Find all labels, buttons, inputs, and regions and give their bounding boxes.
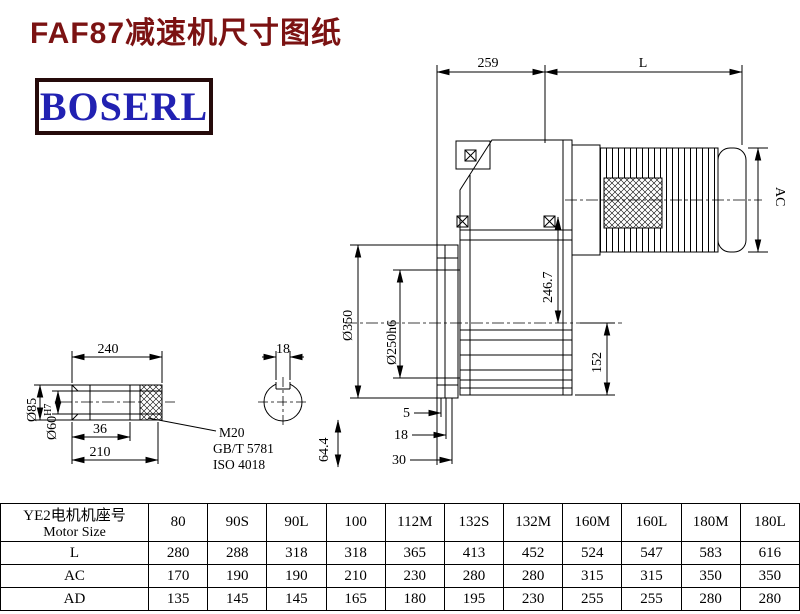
shaft-dim-60-value: Ø60: [45, 416, 60, 440]
table-header-row: YE2电机机座号 Motor Size 80 90S 90L 100 112M …: [0, 503, 800, 542]
dim-18-label: 18: [394, 428, 408, 443]
shaft-dim-210-label: 210: [90, 445, 111, 460]
dims-5-18-30-lines: [410, 398, 453, 465]
col-header-132s: 132S: [443, 503, 505, 542]
dim-350-lines: [350, 244, 437, 399]
dim-259-lines: [436, 65, 743, 245]
cell: 165: [325, 587, 386, 611]
cell: 280: [443, 564, 505, 588]
bolt-icon: [456, 215, 469, 228]
cell: 318: [266, 541, 327, 565]
technical-drawing: 259 L AC 246.7 Ø350 Ø250h6 152 5 18 30 6…: [25, 56, 787, 472]
cell: 230: [384, 564, 445, 588]
dim-64-label: 64.4: [317, 438, 332, 463]
cell: 280: [680, 587, 741, 611]
cell: 170: [147, 564, 209, 588]
brand-logo-text: BOSERL: [39, 83, 209, 129]
dim-250h6-lines: [393, 269, 437, 379]
shaft-dim-36-label: 36: [93, 422, 107, 437]
cell: 452: [503, 541, 564, 565]
dim-30-label: 30: [392, 453, 406, 468]
cell: 365: [384, 541, 445, 565]
cell: 190: [207, 564, 268, 588]
shaft-dim-lines: [34, 351, 304, 464]
dim-l-label: L: [639, 56, 648, 71]
cell: 318: [325, 541, 386, 565]
col-header-160l: 160L: [621, 503, 682, 542]
dim-152-label: 152: [590, 352, 605, 373]
cell: 288: [207, 541, 268, 565]
bolt-icon: [543, 215, 556, 228]
standard-gb-label: GB/T 5781: [213, 441, 274, 456]
dimension-table-wrap: YE2电机机座号 Motor Size 80 90S 90L 100 112M …: [0, 503, 800, 611]
dim-250h6-label: Ø250h6: [385, 320, 400, 365]
cell: 413: [443, 541, 505, 565]
col-header-100: 100: [325, 503, 386, 542]
cell: 255: [562, 587, 623, 611]
shaft-dim-60-label: Ø60H7: [43, 404, 60, 440]
cell: 350: [739, 564, 800, 588]
row-label: AD: [0, 587, 149, 611]
motor-size-header-en: Motor Size: [43, 525, 106, 540]
cell: 180: [384, 587, 445, 611]
output-flange: [436, 244, 460, 399]
cell: 280: [503, 564, 564, 588]
cell: 315: [562, 564, 623, 588]
cell: 350: [680, 564, 741, 588]
row-label: AC: [0, 564, 149, 588]
cell: 145: [266, 587, 327, 611]
col-header-112m: 112M: [384, 503, 445, 542]
dim-152-lines: [575, 322, 615, 396]
dim-259-label: 259: [478, 56, 499, 71]
dim-ac-label: AC: [772, 187, 787, 206]
col-header-180l: 180L: [739, 503, 800, 542]
table-row-AD: AD 135 145 145 165 180 195 230 255 255 2…: [0, 587, 800, 611]
shaft-view: [60, 377, 308, 427]
cell: 195: [443, 587, 505, 611]
table-row-L: L 280 288 318 318 365 413 452 524 547 58…: [0, 541, 800, 565]
cell: 280: [739, 587, 800, 611]
dimension-table: YE2电机机座号 Motor Size 80 90S 90L 100 112M …: [0, 503, 800, 611]
cell: 210: [325, 564, 386, 588]
table-row-AC: AC 170 190 190 210 230 280 280 315 315 3…: [0, 564, 800, 588]
col-header-80: 80: [147, 503, 209, 542]
dim-246-label: 246.7: [541, 272, 556, 304]
col-header-132m: 132M: [503, 503, 564, 542]
cell: 524: [562, 541, 623, 565]
col-header-90l: 90L: [266, 503, 327, 542]
cell: 547: [621, 541, 682, 565]
col-header-180m: 180M: [680, 503, 741, 542]
cell: 583: [680, 541, 741, 565]
shaft-dim-240-label: 240: [98, 342, 119, 357]
motor-size-header-cn: YE2电机机座号: [23, 508, 126, 524]
col-header-90s: 90S: [207, 503, 268, 542]
gearbox-housing: [455, 139, 573, 396]
brand-logo-box: BOSERL: [35, 78, 213, 135]
centerlines: [345, 199, 762, 324]
shaft-dim-18-label: 18: [276, 342, 290, 357]
standard-iso-label: ISO 4018: [213, 457, 265, 472]
motor-size-header: YE2电机机座号 Motor Size: [0, 503, 149, 542]
dim-350-label: Ø350: [341, 310, 356, 341]
row-label: L: [0, 541, 149, 565]
cell: 255: [621, 587, 682, 611]
bolt-icon: [464, 149, 477, 162]
cell: 145: [207, 587, 268, 611]
thread-label: M20: [219, 425, 245, 440]
cell: 280: [147, 541, 209, 565]
cell: 135: [147, 587, 209, 611]
shaft-dim-85-label: Ø85: [25, 398, 40, 422]
page-title: FAF87减速机尺寸图纸: [30, 17, 343, 50]
col-header-160m: 160M: [562, 503, 623, 542]
dim-5-label: 5: [403, 406, 410, 421]
cell: 616: [739, 541, 800, 565]
shaft-dim-60-tolerance: H7: [43, 404, 54, 416]
cell: 315: [621, 564, 682, 588]
dimension-labels: 259 L AC 246.7 Ø350 Ø250h6 152 5 18 30 6…: [25, 56, 787, 472]
cell: 190: [266, 564, 327, 588]
cell: 230: [503, 587, 564, 611]
